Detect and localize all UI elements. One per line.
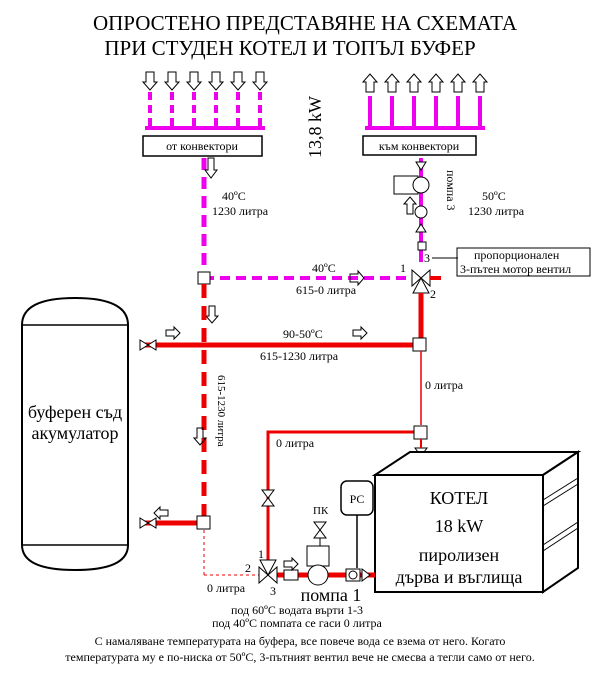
- valve-callout-box: [456, 247, 591, 277]
- valve-name-line1: пропорционален: [474, 248, 560, 262]
- supply-volume: 1230 литра: [468, 204, 525, 218]
- safety-valve-icon: [313, 529, 327, 539]
- boiler-box: [371, 450, 582, 594]
- valve-icon: [139, 339, 149, 351]
- to-convector-box: [362, 135, 477, 156]
- mix-volume: 615-0 литра: [296, 283, 357, 297]
- valve-port-1: 1: [400, 261, 406, 275]
- footer-line1: С намаляване температурата на буфера, вс…: [95, 634, 506, 648]
- boiler-line4: дърва и въглища: [396, 567, 523, 587]
- return-temp: 40ºC: [222, 189, 246, 203]
- footer-line2: температурата му е по-ниска от 50ºC, 3-п…: [65, 650, 534, 664]
- pump-1-note1: под 60ºC водата върти 1-3: [231, 603, 363, 617]
- power-label: 13,8 kW: [305, 96, 325, 158]
- convector-supply-lines: [368, 96, 482, 130]
- valve-icon: [261, 489, 275, 499]
- to-convector-label: към конвектори: [379, 139, 460, 153]
- up-arrow-icon: [402, 196, 418, 215]
- tee-fitting-icon: [412, 337, 427, 352]
- pump-1-note2: под 40ºC помпата се гаси 0 литра: [212, 616, 382, 630]
- pump-3-label: помпа 3: [444, 170, 458, 211]
- boiler-line3: пиролизен: [419, 545, 500, 565]
- down-arrow-icon: [192, 427, 208, 446]
- tee-fitting-icon: [196, 515, 211, 530]
- pump-1-label: помпа 1: [301, 585, 362, 605]
- valve-port-3: 3: [424, 251, 430, 265]
- valve-icon: [147, 517, 157, 529]
- down-arrow-icon: [204, 305, 220, 324]
- convector-return-arrow-icons: [141, 71, 269, 91]
- pk-label: ПК: [313, 505, 329, 517]
- right-arrow-icon: [165, 325, 181, 341]
- valve-name-line2: 3-пътен мотор вентил: [460, 262, 571, 276]
- title-line-2: ПРИ СТУДЕН КОТЕЛ И ТОПЪЛ БУФЕР: [104, 36, 475, 60]
- boiler-loop-volume: 0 литра: [276, 436, 315, 450]
- buffer-label-line1: буферен съд: [28, 402, 122, 422]
- pump-1-icon: [283, 545, 371, 586]
- three-way-valve-lower: [258, 559, 278, 585]
- boiler-line1: КОТЕЛ: [430, 488, 489, 508]
- boiler-loop-pipe: [266, 430, 415, 560]
- buffer-return-volume: 615-1230 литра: [215, 375, 227, 447]
- valve-icon: [261, 497, 275, 507]
- boiler-line2: 18 kW: [435, 516, 484, 536]
- lower-valve-port-1: 1: [258, 547, 264, 561]
- safety-valve-icon: [313, 521, 327, 531]
- lower-valve-port-3: 3: [270, 584, 276, 598]
- buffer-label-line2: акумулатор: [32, 423, 119, 443]
- supply-temp: 50ºC: [482, 189, 506, 203]
- valve-motor-icon: [417, 241, 427, 251]
- pc-label: РС: [350, 492, 365, 506]
- title-line-1: ОПРОСТЕНО ПРЕДСТАВЯНЕ НА СХЕМАТА: [93, 11, 518, 35]
- valve-icon: [139, 517, 149, 529]
- from-convector-label: от конвектори: [166, 139, 238, 153]
- lower-valve-port-2: 2: [245, 561, 251, 575]
- three-way-valve-upper: [411, 268, 431, 294]
- pump-3-icon: [393, 161, 430, 233]
- left-arrow-icon: [153, 505, 169, 521]
- valve-icon: [147, 339, 157, 351]
- convector-return-lines: [148, 92, 262, 130]
- right-arrow-icon: [349, 269, 365, 287]
- buffer-temp: 90-50ºC: [283, 327, 323, 341]
- pump1-bypass-volume: 0 литра: [207, 581, 246, 595]
- buffer-volume: 615-1230 литра: [260, 349, 339, 363]
- return-volume: 1230 литра: [212, 204, 269, 218]
- right-arrow-icon: [283, 556, 299, 572]
- down-arrow-icon: [204, 157, 218, 179]
- convector-supply-arrow-icons: [361, 73, 489, 93]
- from-convector-box: [142, 135, 263, 157]
- right-arrow-icon: [352, 325, 368, 341]
- tee-fitting-icon: [197, 271, 211, 285]
- mix-temp: 40ºC: [312, 261, 336, 275]
- valve-port-2: 2: [430, 287, 436, 301]
- boiler-pipe-volume: 0 литра: [425, 378, 464, 392]
- tee-fitting-icon: [413, 425, 428, 440]
